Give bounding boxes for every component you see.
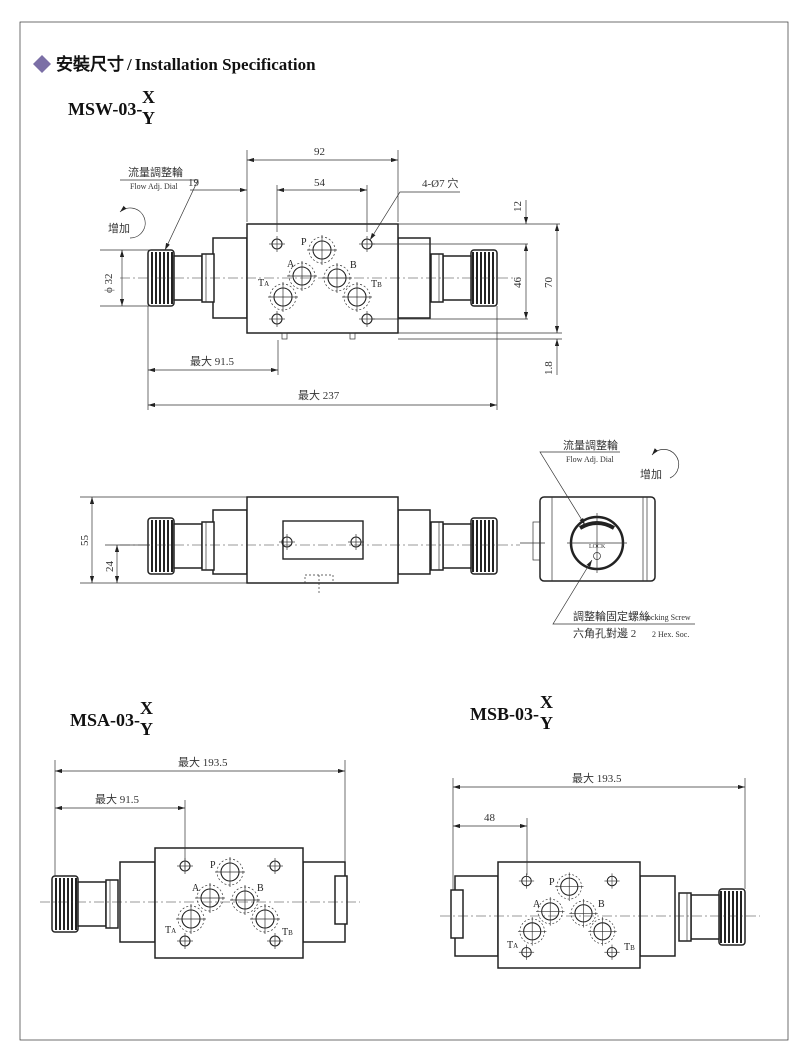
locking-screw-en: Locking Screw (642, 613, 691, 622)
title-separator: / (126, 55, 132, 74)
msa-port-tb: TB (282, 927, 293, 938)
port-a-label: A (287, 259, 295, 270)
msw-dial-callout: 流量調整輪 Flow Adj. Dial 增加 (108, 165, 199, 251)
msb-dim-48: 48 (484, 812, 496, 824)
msb-dim-max-193-5: 最大 193.5 (572, 771, 622, 785)
msw-model-sup: X (142, 87, 155, 107)
msa-dim-max-91-5: 最大 91.5 (95, 792, 139, 806)
dim-4-holes: 4-Ø7 穴 (422, 176, 458, 190)
dim-19: 19 (188, 177, 200, 189)
port-ta-label: TA (258, 278, 269, 289)
msa-dim-max-193-5: 最大 193.5 (178, 755, 228, 769)
msw-top-view: P A B TA TB (120, 223, 520, 340)
msa-port-a: A (192, 883, 200, 894)
dim-55: 55 (79, 535, 91, 547)
msw-model-label: MSW-03- (68, 99, 142, 119)
msb-model-sup: X (540, 692, 553, 712)
msb-port-b: B (598, 899, 605, 910)
locking-screw-zh: 調整輪固定螺絲 (573, 609, 650, 623)
end-dial-label-zh: 流量調整輪 (563, 438, 618, 452)
dim-24: 24 (104, 561, 116, 573)
title-en: Installation Specification (135, 55, 316, 74)
msa-model-sub: Y (140, 719, 153, 739)
msw-dimensions: 92 19 54 4-Ø7 穴 12 46 70 1.8 ϕ 32 最大 91.… (100, 146, 562, 410)
diamond-bullet-icon (33, 55, 51, 73)
hex-socket-en: 2 Hex. Soc. (652, 630, 689, 639)
end-dial-label-en: Flow Adj. Dial (566, 455, 615, 464)
page-frame (19, 21, 789, 1041)
dial-label-zh: 流量調整輪 (128, 165, 183, 179)
dim-max-237: 最大 237 (298, 388, 340, 402)
msa-port-ta: TA (165, 925, 176, 936)
msb-port-a: A (533, 899, 541, 910)
port-b-label: B (350, 260, 357, 271)
dim-1-8: 1.8 (543, 361, 555, 375)
dim-70: 70 (543, 277, 555, 289)
msa-port-b: B (257, 883, 264, 894)
dim-92: 92 (314, 146, 325, 158)
msb-model-label: MSB-03- (470, 704, 539, 724)
port-p-label: P (301, 237, 307, 248)
msb-port-ta: TA (507, 940, 518, 951)
hex-socket-zh: 六角孔對邊 2 (573, 626, 636, 640)
end-view: LOCK 流量調整輪 Flow Adj. Dial 增加 調整輪固定螺絲 Loc… (520, 438, 695, 640)
increase-label: 增加 (108, 221, 130, 235)
msa-top-view: P A B TA TB 最大 193.5 最大 91.5 (40, 755, 360, 959)
msb-top-view: P A B TA TB 最大 193.5 48 (440, 771, 760, 969)
port-tb-label: TB (371, 279, 382, 290)
dim-54: 54 (314, 177, 326, 189)
end-increase-label: 增加 (640, 467, 662, 481)
dial-label-en: Flow Adj. Dial (130, 182, 179, 191)
dim-phi-32: ϕ 32 (103, 273, 115, 293)
dim-12: 12 (512, 201, 524, 212)
msb-port-p: P (549, 877, 555, 888)
rotate-arrow-icon (119, 205, 146, 239)
msa-model-sup: X (140, 698, 153, 718)
section-title: 安裝尺寸/Installation Specification (56, 54, 316, 74)
msb-model-sub: Y (540, 713, 553, 733)
dim-max-91-5: 最大 91.5 (190, 354, 234, 368)
msb-port-tb: TB (624, 942, 635, 953)
msw-side-view: 55 24 (79, 496, 520, 593)
end-rotate-arrow-icon (651, 448, 680, 479)
msa-model-label: MSA-03- (70, 710, 140, 730)
msw-model-sub: Y (142, 108, 155, 128)
lock-label: LOCK (589, 544, 606, 550)
dim-46: 46 (512, 277, 524, 289)
msa-port-p: P (210, 860, 216, 871)
title-zh: 安裝尺寸 (56, 54, 124, 74)
